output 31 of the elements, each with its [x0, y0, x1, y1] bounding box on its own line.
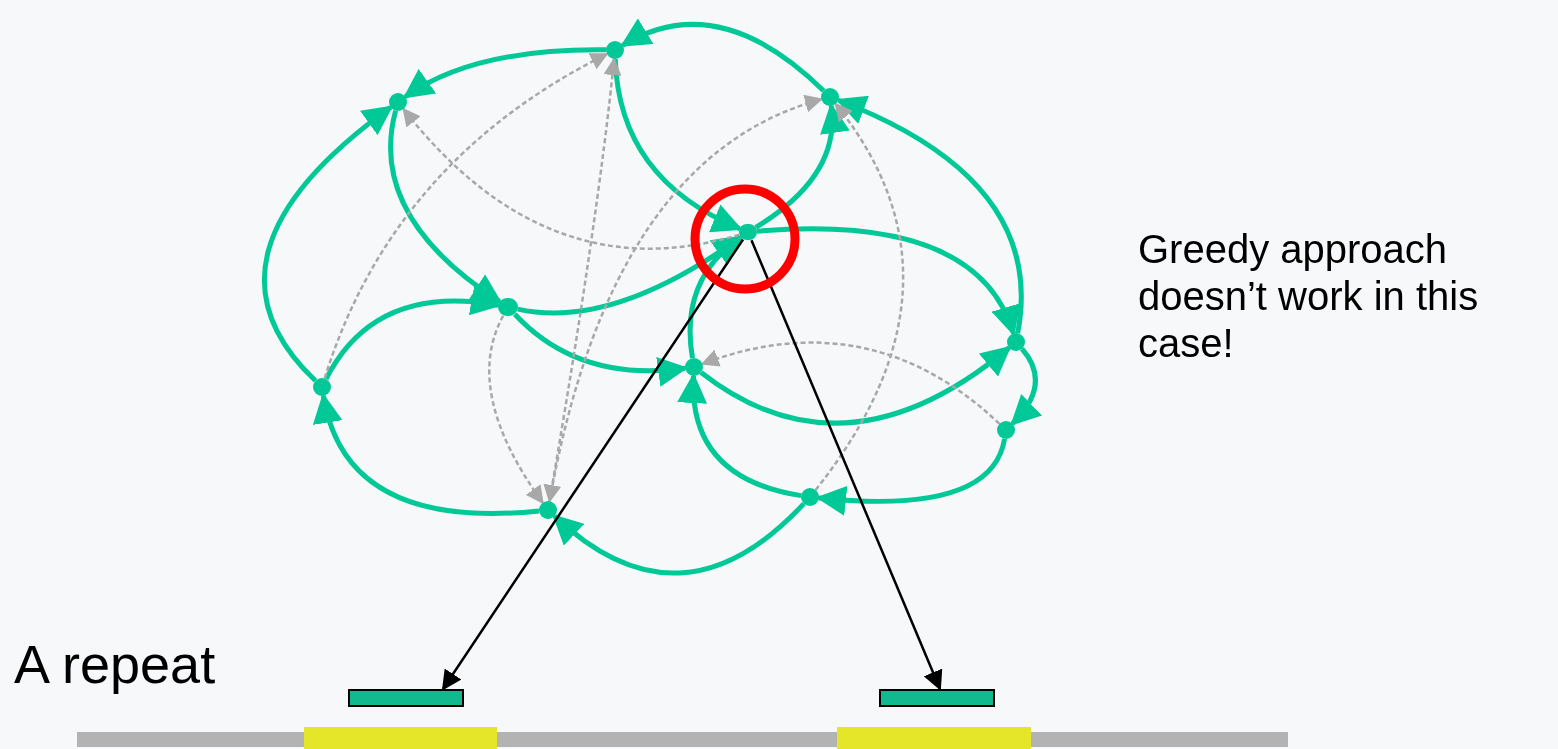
dotted-arrow [402, 107, 740, 250]
arrow [835, 96, 1024, 334]
graph-vertex [997, 421, 1015, 439]
graph-vertex [739, 224, 757, 240]
note-text: Greedy approach doesn’t work in this case! [1138, 226, 1480, 367]
arrow [441, 238, 745, 691]
arrow [687, 235, 743, 359]
arrow [402, 47, 606, 99]
graph-vertex [539, 501, 557, 519]
graph-vertex [685, 358, 703, 376]
arrow [262, 105, 394, 383]
dotted-arrow [543, 57, 622, 503]
arrow [388, 110, 503, 304]
repeat-label: A repeat [14, 633, 216, 696]
read-bar [879, 689, 995, 707]
graph-vertex [1007, 333, 1025, 351]
dotted-arrow [323, 52, 609, 379]
graph-vertex [313, 378, 331, 396]
arrow [750, 239, 943, 691]
graph-vertex [821, 88, 839, 106]
dotted-arrow [814, 102, 905, 491]
dotted-arrow [488, 315, 544, 505]
arrow [620, 19, 826, 93]
graph-vertex [498, 298, 518, 316]
graph-vertex [801, 488, 819, 506]
graph-vertex [606, 41, 624, 59]
graph-vertex [389, 93, 407, 111]
arrow [552, 501, 806, 576]
arrow [1010, 347, 1042, 426]
read-bar [348, 689, 464, 707]
arrow [612, 58, 743, 232]
